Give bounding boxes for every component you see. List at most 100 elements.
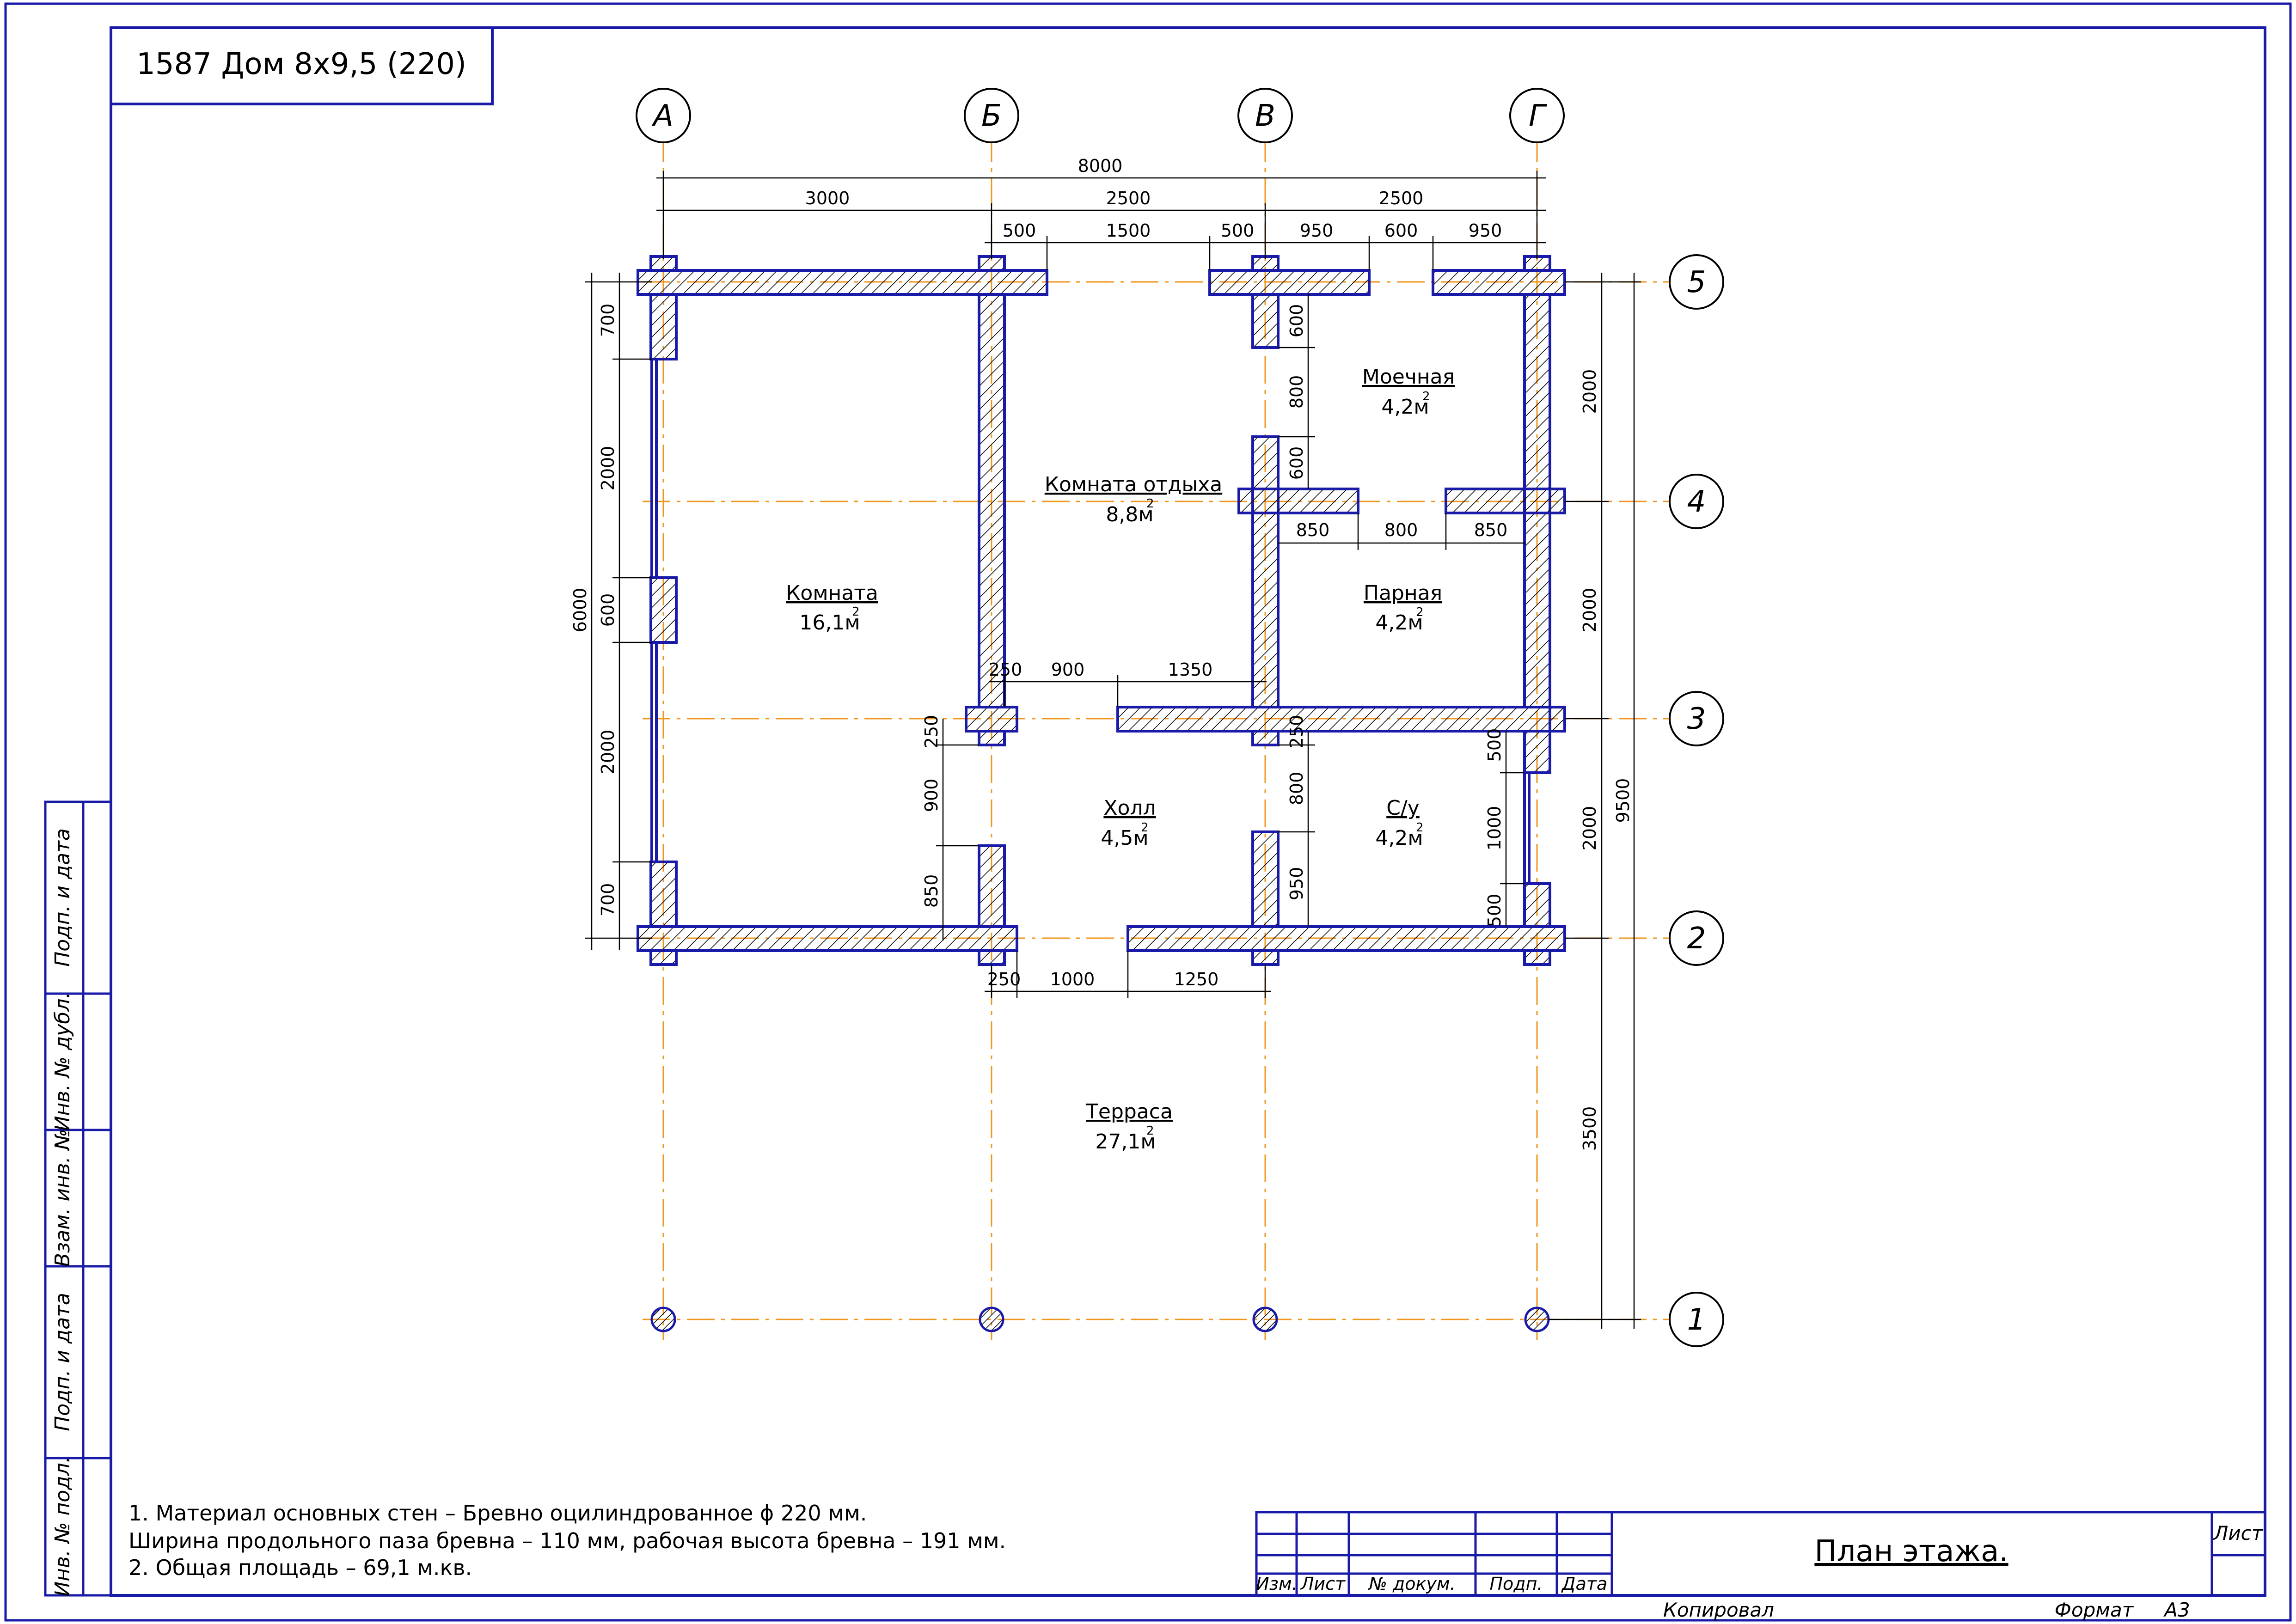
- stamp-col-podp: Подп.: [1489, 1574, 1543, 1594]
- room-label-terrasa: Терраса 27,1м 2: [1085, 1100, 1173, 1154]
- room-label-parnaya: Парная 4,2м 2: [1364, 581, 1442, 635]
- title-box-text: 1587 Дом 8х9,5 (220): [136, 47, 466, 81]
- svg-text:2: 2: [1422, 390, 1430, 403]
- svg-text:4,2м: 4,2м: [1375, 611, 1423, 635]
- stamp-copied: Копировал: [1663, 1599, 1774, 1621]
- axis-lines: [643, 134, 1671, 1340]
- wall-4-left: [1237, 488, 1359, 514]
- dim-inner: 250: [987, 969, 1021, 989]
- dim-inner: 850: [1474, 520, 1508, 540]
- svg-text:2: 2: [1146, 497, 1154, 511]
- dimension-texts: 8000 3000 2500 2500 500 1500 500 950 600…: [570, 156, 1633, 1151]
- dim-right: 2000: [1580, 806, 1600, 851]
- wall-top-mid: [1208, 269, 1371, 296]
- dim-top: 500: [1003, 220, 1036, 241]
- axis-bubble-5: 5: [1669, 254, 1724, 310]
- svg-text:Комната отдыха: Комната отдыха: [1045, 473, 1222, 496]
- svg-text:Моечная: Моечная: [1362, 365, 1455, 389]
- title-block: [1255, 1511, 2266, 1597]
- side-stamp-labels: Подп. и дата Инв. № дубл. Взам. инв. № П…: [51, 828, 74, 1597]
- svg-text:2: 2: [1146, 1124, 1154, 1138]
- svg-text:2: 2: [1141, 821, 1149, 835]
- dim-inner: 1250: [1174, 969, 1219, 989]
- svg-text:4,2м: 4,2м: [1375, 826, 1423, 850]
- svg-text:2: 2: [1687, 922, 1706, 956]
- wall-v-mid: [1251, 435, 1280, 708]
- axis-bubble-v: В: [1237, 88, 1293, 143]
- side-stamp: [44, 800, 112, 1597]
- dim-inner: 800: [1384, 520, 1418, 540]
- svg-text:4: 4: [1687, 485, 1706, 519]
- wall-bottom-left: [637, 925, 1018, 952]
- walls: [637, 255, 1566, 966]
- stamp-col-list: Лист: [1300, 1574, 1346, 1594]
- dim-overall-width: 8000: [1078, 156, 1123, 176]
- dim-top: 950: [1469, 220, 1502, 241]
- dim-inner: 500: [1484, 894, 1505, 928]
- room-label-holl: Холл 4,5м 2: [1101, 796, 1156, 850]
- terrace-column: [650, 1307, 676, 1332]
- svg-text:2: 2: [852, 605, 860, 619]
- dim-inner: 500: [1484, 728, 1505, 762]
- svg-text:3: 3: [1687, 702, 1706, 736]
- dim-top: 2500: [1106, 188, 1151, 208]
- title-block-text: Изм. Лист № докум. Подп. Дата План этажа…: [1256, 1522, 2263, 1621]
- dim-left: 700: [598, 304, 618, 337]
- terrace-column: [979, 1307, 1004, 1332]
- svg-text:В: В: [1255, 99, 1275, 133]
- svg-text:Г: Г: [1529, 99, 1547, 133]
- svg-text:8,8м: 8,8м: [1106, 503, 1153, 526]
- dim-top: 2500: [1379, 188, 1424, 208]
- wall-top-left: [637, 269, 1048, 296]
- wall-top-right: [1432, 269, 1566, 296]
- stamp-format-label: Формат: [2055, 1599, 2134, 1621]
- room-labels: Комната 16,1м 2 Комната отдыха 8,8м 2 Мо…: [786, 365, 1455, 1154]
- wall-left-mid: [649, 576, 678, 644]
- wall-b: [978, 293, 1006, 708]
- notes: 1. Материал основных стен – Бревно оцили…: [129, 1501, 1006, 1580]
- terrace-column: [1252, 1307, 1278, 1332]
- dim-inner: 800: [1286, 375, 1307, 409]
- svg-text:Б: Б: [981, 99, 1002, 133]
- dim-inner: 950: [1286, 867, 1307, 901]
- svg-text:2: 2: [1416, 821, 1424, 835]
- dim-inner: 900: [921, 779, 942, 812]
- axis-bubble-3: 3: [1669, 691, 1724, 746]
- dim-top: 3000: [805, 188, 850, 208]
- dim-right: 2000: [1580, 369, 1600, 414]
- outer-frame: [4, 2, 2292, 1622]
- wall-left-top: [649, 293, 678, 360]
- note-line: Ширина продольного паза бревна – 110 мм,…: [129, 1528, 1006, 1553]
- wall-3: [1116, 706, 1566, 733]
- svg-text:4,5м: 4,5м: [1101, 826, 1148, 850]
- axis-bubble-b: Б: [964, 88, 1019, 143]
- room-label-komnata-otdyha: Комната отдыха 8,8м 2: [1045, 473, 1222, 526]
- dim-top: 500: [1221, 220, 1255, 241]
- terrace-columns: [650, 1307, 1550, 1332]
- room-label-su: С/у 4,2м 2: [1375, 796, 1423, 850]
- svg-text:27,1м: 27,1м: [1095, 1130, 1156, 1154]
- svg-text:4,2м: 4,2м: [1381, 395, 1429, 419]
- svg-text:16,1м: 16,1м: [799, 611, 860, 635]
- dim-left: 2000: [598, 730, 618, 775]
- dim-right: 2000: [1580, 588, 1600, 633]
- dim-left: 700: [598, 883, 618, 917]
- side-stamp-label: Подп. и дата: [51, 828, 74, 967]
- dim-inner: 1350: [1168, 659, 1213, 680]
- dim-inner: 250: [989, 659, 1022, 680]
- wall-bottom-right: [1127, 925, 1566, 952]
- svg-text:Парная: Парная: [1364, 581, 1442, 605]
- dim-inner: 600: [1286, 446, 1307, 480]
- side-stamp-label: Взам. инв. №: [51, 1129, 74, 1267]
- side-stamp-label: Инв. № подл.: [51, 1456, 74, 1597]
- dim-inner: 850: [921, 874, 942, 908]
- dim-top: 600: [1384, 220, 1418, 241]
- stamp-col-doc: № докум.: [1368, 1574, 1455, 1594]
- stamp-col-izm: Изм.: [1256, 1574, 1297, 1594]
- side-stamp-label: Инв. № дубл.: [51, 992, 74, 1131]
- dim-inner: 850: [1296, 520, 1330, 540]
- svg-text:1: 1: [1687, 1303, 1706, 1337]
- dim-inner: 900: [1051, 659, 1085, 680]
- dim-inner: 1000: [1484, 806, 1505, 851]
